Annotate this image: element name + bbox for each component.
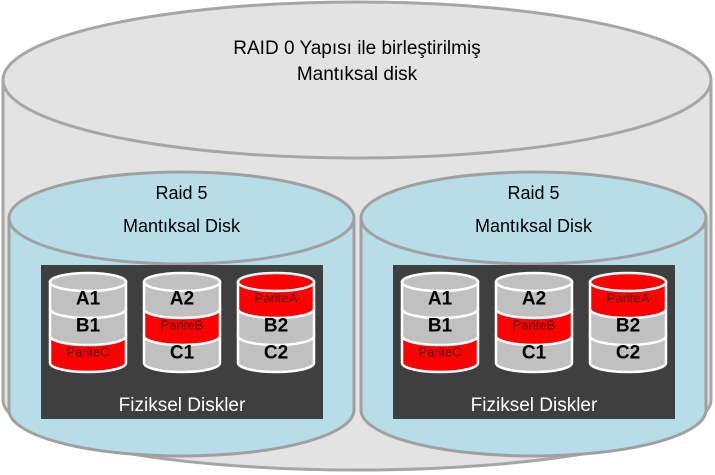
disk-top-cap xyxy=(48,271,128,293)
disk-top-cap xyxy=(588,271,668,293)
raid0-title-line2: Mantıksal disk xyxy=(297,64,418,85)
parity-label: PariteA xyxy=(607,291,650,306)
data-block-label: A2 xyxy=(170,289,194,310)
parity-label: PariteA xyxy=(255,291,298,306)
data-block-label: B2 xyxy=(264,316,288,337)
data-block-label: C1 xyxy=(522,343,547,364)
disk-top-cap xyxy=(494,271,574,293)
raid5-title-line1: Raid 5 xyxy=(507,183,559,203)
data-block-label: B1 xyxy=(428,316,453,337)
parity-label: PariteB xyxy=(161,318,204,333)
raid5-cylinder-top xyxy=(359,170,708,266)
data-block-label: B2 xyxy=(616,316,640,337)
raid5-cylinder-top xyxy=(7,170,356,266)
data-block-label: A1 xyxy=(76,289,101,310)
parity-label: PariteC xyxy=(418,345,461,360)
physical-disks-label: Fiziksel Diskler xyxy=(119,395,246,416)
disk-top-cap xyxy=(236,271,316,293)
raid0-title-line1: RAID 0 Yapısı ile birleştirilmiş xyxy=(233,38,480,59)
parity-label: PariteC xyxy=(66,345,109,360)
parity-label: PariteB xyxy=(513,318,556,333)
raid5-title-line2: Mantıksal Disk xyxy=(475,216,593,236)
raid5-title-line2: Mantıksal Disk xyxy=(123,216,241,236)
raid5-title-line1: Raid 5 xyxy=(155,183,207,203)
data-block-label: A1 xyxy=(428,289,453,310)
data-block-label: C2 xyxy=(616,343,640,364)
disk-top-cap xyxy=(142,271,222,293)
data-block-label: B1 xyxy=(76,316,101,337)
disk-top-cap xyxy=(400,271,480,293)
data-block-label: C2 xyxy=(264,343,288,364)
physical-disks-label: Fiziksel Diskler xyxy=(471,395,598,416)
data-block-label: A2 xyxy=(522,289,546,310)
raid0-cylinder-top xyxy=(1,0,713,160)
data-block-label: C1 xyxy=(170,343,195,364)
